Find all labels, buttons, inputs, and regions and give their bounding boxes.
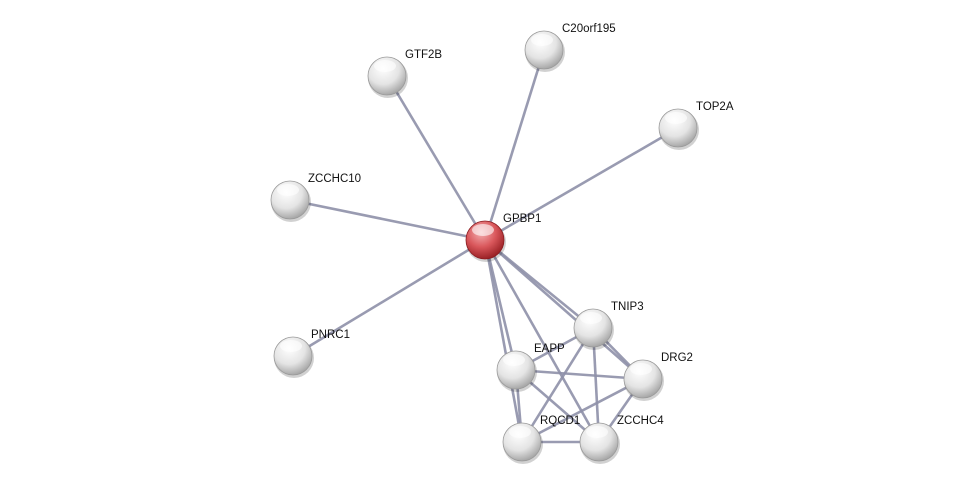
edge-gpbp1-drg2[interactable] (484, 239, 644, 380)
node-gtf2b[interactable]: GTF2B (367, 49, 442, 98)
node-pnrc1[interactable]: PNRC1 (273, 329, 350, 378)
node-rqcd1[interactable]: RQCD1 (502, 415, 580, 464)
node-label: DRG2 (661, 352, 693, 364)
edge-gpbp1-gtf2b[interactable] (385, 75, 487, 241)
node-drg2[interactable]: DRG2 (623, 352, 693, 401)
node-zcchc4[interactable]: ZCCHC4 (579, 415, 664, 464)
node-tnip3[interactable]: TNIP3 (573, 301, 644, 350)
edge-eapp-drg2[interactable] (515, 368, 644, 381)
node-label: TNIP3 (611, 301, 644, 313)
node-label: PNRC1 (311, 329, 350, 341)
node-label: C20orf195 (562, 23, 616, 35)
node-eapp[interactable]: EAPP (496, 343, 565, 392)
edge-gpbp1-top2a[interactable] (484, 126, 679, 242)
node-gpbp1[interactable]: GPBP1 (465, 213, 541, 262)
node-zcchc10[interactable]: ZCCHC10 (270, 173, 361, 222)
node-label: RQCD1 (540, 415, 580, 427)
edge-gpbp1-c20orf195[interactable] (483, 49, 546, 241)
node-label: ZCCHC4 (617, 415, 664, 427)
node-label: ZCCHC10 (308, 173, 361, 185)
edge-gpbp1-pnrc1[interactable] (292, 238, 486, 358)
node-c20orf195[interactable]: C20orf195 (524, 23, 616, 72)
node-label: GTF2B (405, 49, 442, 61)
edge-gpbp1-rqcd1[interactable] (483, 239, 524, 443)
node-label: GPBP1 (503, 213, 541, 225)
edge-tnip3-rqcd1[interactable] (520, 327, 595, 443)
edge-gpbp1-zcchc10[interactable] (289, 198, 486, 242)
node-label: EAPP (534, 343, 565, 355)
edge-gpbp1-zcchc4[interactable] (483, 239, 601, 443)
edge-drg2-rqcd1[interactable] (521, 377, 644, 444)
node-top2a[interactable]: TOP2A (658, 101, 734, 150)
node-label: TOP2A (696, 101, 734, 113)
